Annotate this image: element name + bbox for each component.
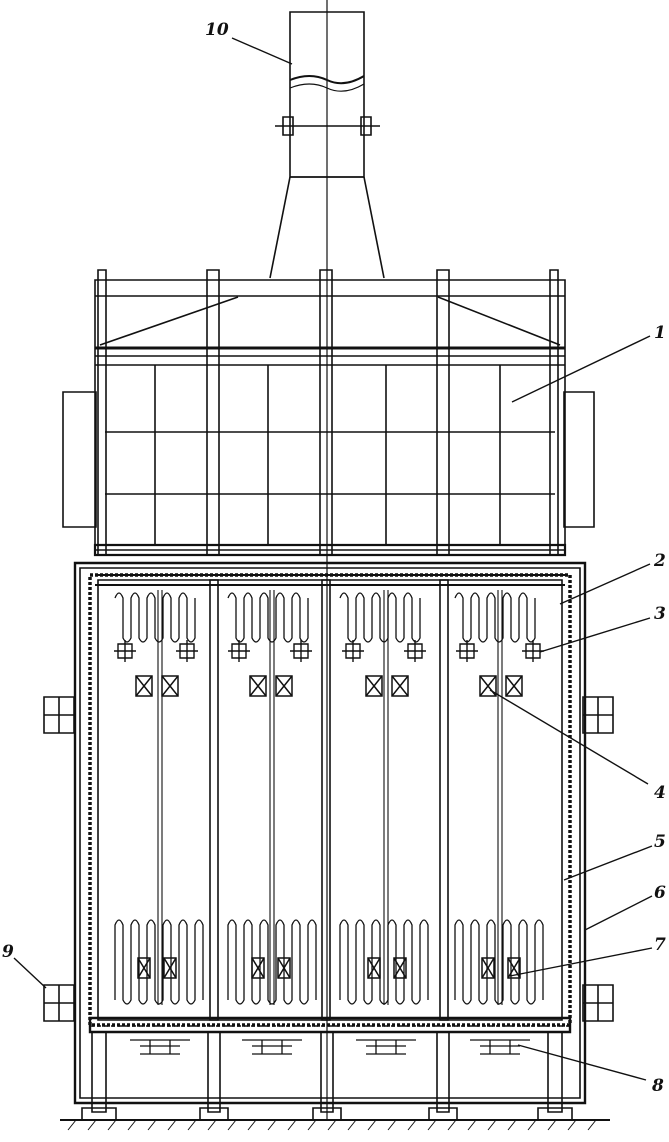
ground-line xyxy=(60,1120,610,1130)
callout-6: 6 xyxy=(654,883,666,903)
thermocouple-blocks xyxy=(136,676,522,978)
callout-7: 7 xyxy=(654,935,666,955)
bottom-heater-coils xyxy=(115,920,543,1004)
bottom-fans xyxy=(130,1040,530,1054)
callout-10: 10 xyxy=(205,20,229,40)
callout-4: 4 xyxy=(654,783,666,803)
callout-8: 8 xyxy=(652,1076,664,1096)
callout-5: 5 xyxy=(654,832,666,852)
upper-hood xyxy=(63,270,594,555)
furnace-body xyxy=(75,563,585,1103)
hanger-rods xyxy=(158,590,502,1005)
side-junction-boxes xyxy=(44,697,613,1021)
terminal-blocks xyxy=(114,640,544,662)
callout-2: 2 xyxy=(654,551,666,571)
top-heater-coils xyxy=(115,593,535,642)
callout-9: 9 xyxy=(2,942,14,962)
callout-3: 3 xyxy=(654,604,666,624)
exhaust-stack xyxy=(270,0,384,1120)
callout-1: 1 xyxy=(654,323,666,343)
leader-lines xyxy=(14,38,652,1080)
